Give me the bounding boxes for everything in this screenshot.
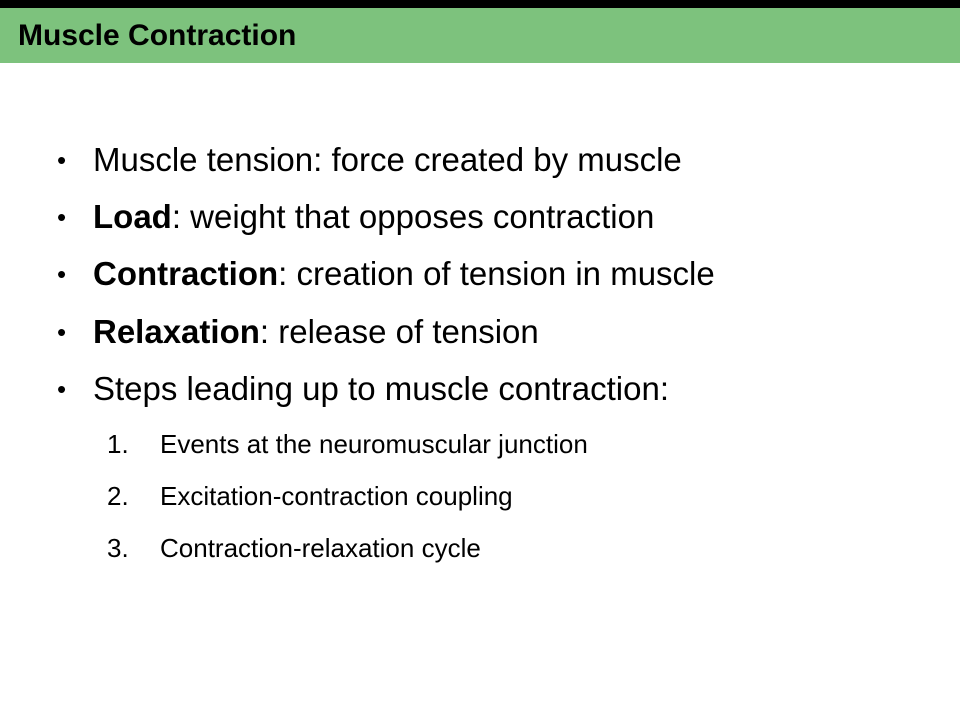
bullet-text: Steps leading up to muscle contraction:: [93, 369, 669, 409]
bullet-text: Relaxation: release of tension: [93, 312, 539, 352]
bullet-term: Load: [93, 198, 172, 235]
bullet-dot-icon: •: [57, 374, 67, 404]
top-border-rule: [0, 0, 960, 8]
step-number: 3.: [107, 533, 129, 563]
bullet-term: Relaxation: [93, 313, 260, 350]
step-number: 1.: [107, 429, 129, 459]
step-text: Events at the neuromuscular junction: [160, 429, 588, 459]
bullet-text: Muscle tension: force created by muscle: [93, 140, 682, 180]
bullet-body: Muscle tension: force created by muscle: [93, 141, 682, 178]
bullet-dot-icon: •: [57, 317, 67, 347]
slide-title: Muscle Contraction: [18, 19, 297, 52]
bullet-term: Contraction: [93, 255, 279, 292]
bullet-dot-icon: •: [57, 202, 67, 232]
bullet-body: Steps leading up to muscle contraction:: [93, 370, 670, 407]
bullet-text: Load: weight that opposes contraction: [93, 197, 654, 237]
step-text: Excitation-contraction coupling: [160, 481, 513, 511]
bullet-dot-icon: •: [57, 145, 67, 175]
bullet-text: Contraction: creation of tension in musc…: [93, 254, 715, 294]
title-bar: Muscle Contraction: [0, 8, 960, 63]
bullet-body: : weight that opposes contraction: [171, 198, 655, 235]
bullet-body: : creation of tension in muscle: [278, 255, 715, 292]
step-number: 2.: [107, 481, 129, 511]
step-text: Contraction-relaxation cycle: [160, 533, 481, 563]
bullet-dot-icon: •: [57, 259, 67, 289]
bullet-body: : release of tension: [259, 313, 539, 350]
